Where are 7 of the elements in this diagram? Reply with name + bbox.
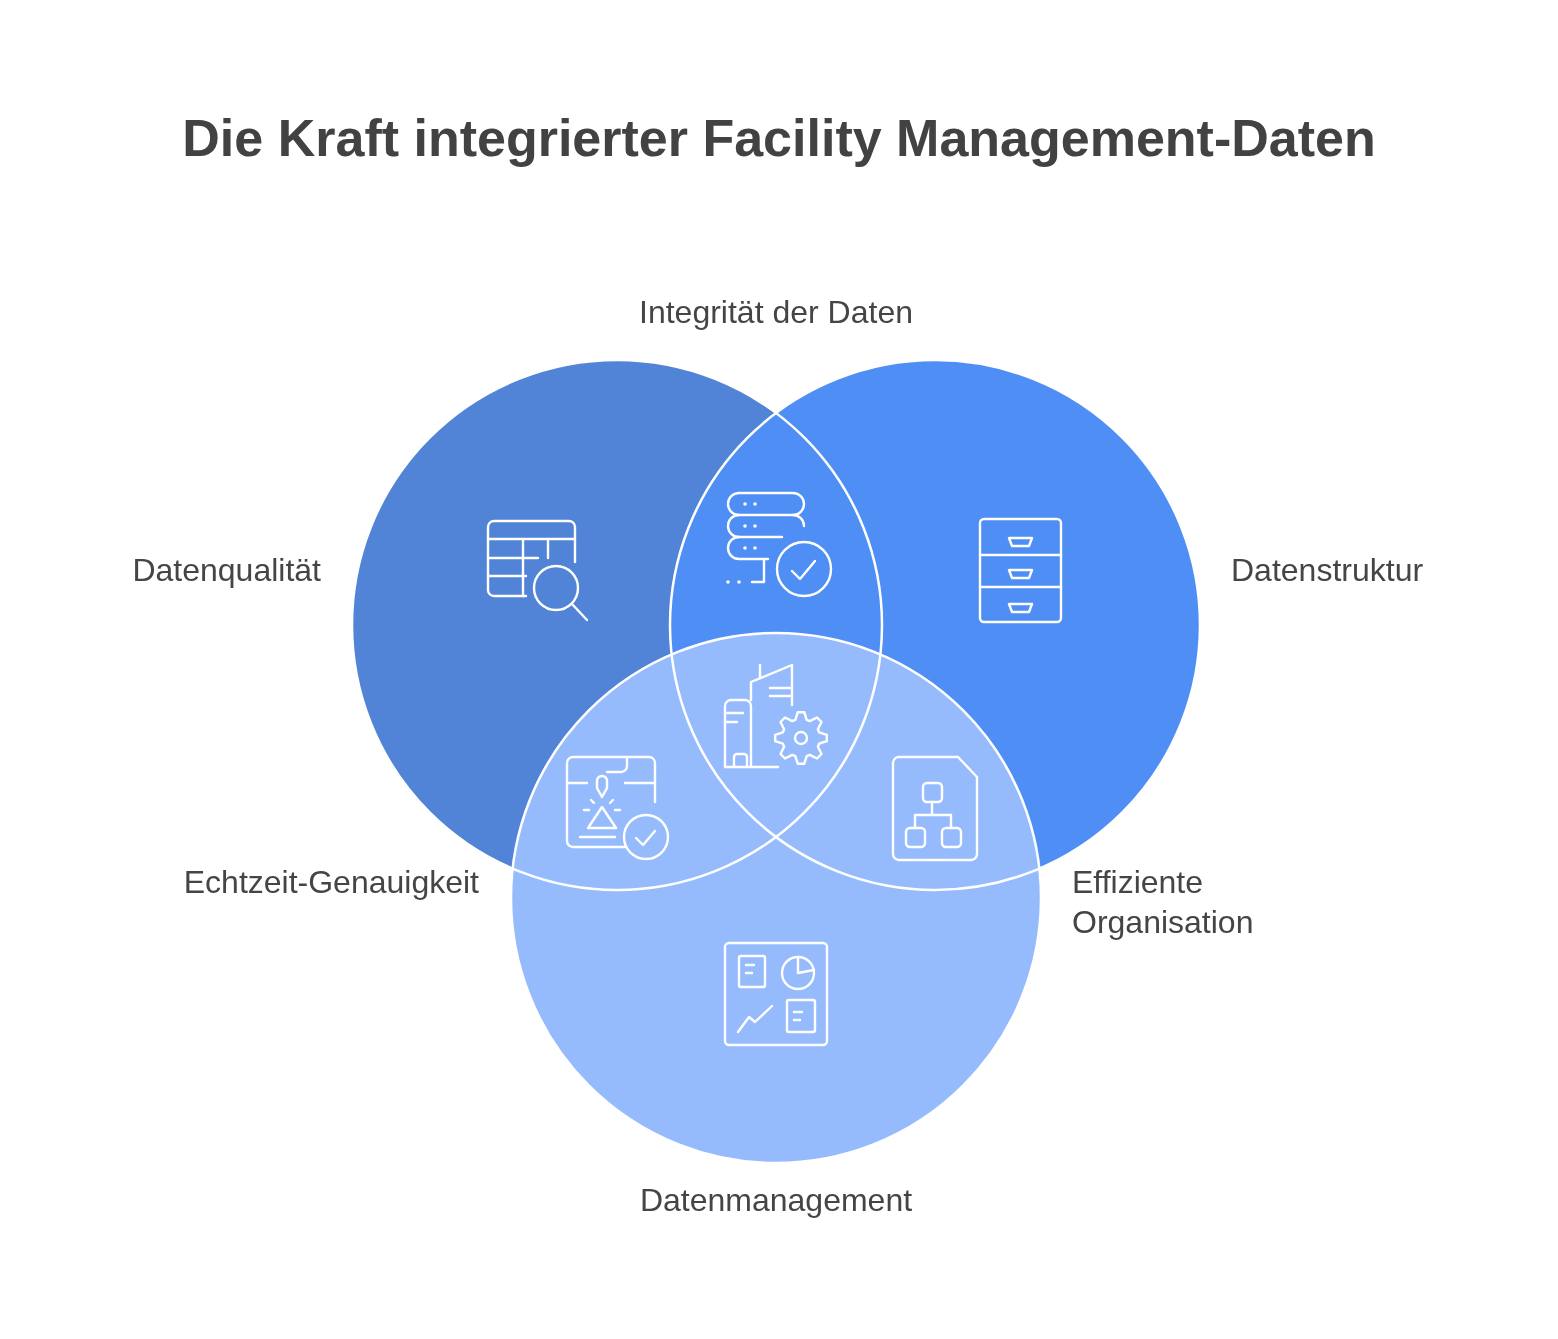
intersection-label: Echtzeit-Genauigkeit [183, 863, 479, 902]
circle-label: Datenqualität [132, 551, 321, 590]
circle-label: Datenstruktur [1231, 551, 1424, 590]
intersection-label: Integrität der Daten [639, 293, 913, 332]
intersection-label: Effiziente Organisation [1072, 863, 1255, 942]
circle-label: Datenmanagement [639, 1181, 913, 1220]
title: Die Kraft integrierter Facility Management-Daten [182, 108, 1376, 169]
